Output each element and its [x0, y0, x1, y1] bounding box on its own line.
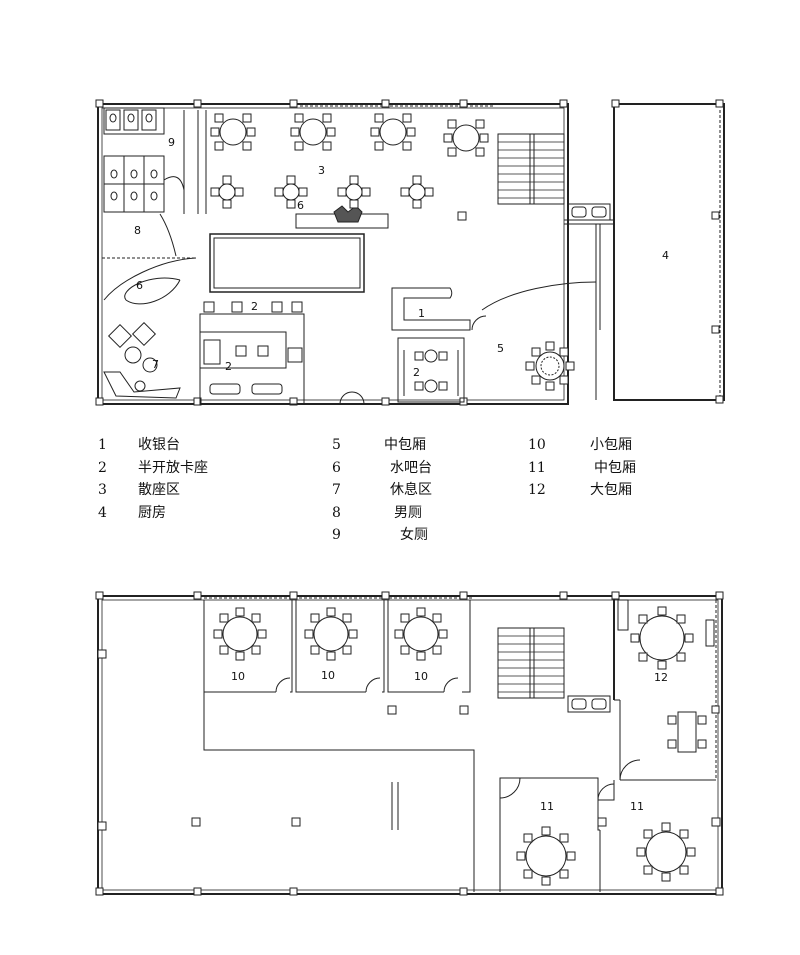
- legend-item: 1 收银台: [98, 434, 208, 457]
- floor2-outer-wall: [97, 595, 723, 895]
- legend-number: 4: [98, 504, 107, 521]
- legend-name: 半开放卡座: [138, 459, 208, 476]
- room-label: 10: [231, 670, 245, 683]
- legend-column-2: 5 中包厢 6 水吧台 7 休息区 8 男厕 9 女厕: [332, 434, 432, 547]
- legend-name: 散座区: [138, 482, 180, 498]
- room-label: 1: [418, 307, 425, 320]
- room-label: 4: [662, 249, 669, 262]
- legend-column-3: 10 小包厢 11 中包厢 12 大包厢: [528, 434, 636, 502]
- legend-item: 4 厨房: [98, 502, 208, 525]
- room-label: 2: [413, 366, 420, 379]
- legend-item: 2 半开放卡座: [98, 457, 208, 480]
- legend-number: 12: [528, 482, 546, 498]
- legend-name: 休息区: [390, 482, 432, 498]
- legend-number: 6: [332, 459, 341, 476]
- floor1-outer-wall: [97, 103, 569, 405]
- legend-number: 5: [332, 437, 341, 453]
- legend-item: 8 男厕: [332, 502, 432, 525]
- legend-name: 中包厢: [594, 459, 636, 476]
- legend-number: 8: [332, 504, 341, 521]
- legend-number: 9: [332, 527, 341, 543]
- legend-item: 9 女厕: [332, 524, 432, 547]
- legend-number: 11: [528, 459, 546, 476]
- legend-column-1: 1 收银台 2 半开放卡座 3 散座区 4 厨房: [98, 434, 208, 524]
- legend-name: 小包厢: [590, 437, 632, 453]
- room-label: 2: [251, 300, 258, 313]
- floor1-plan: [95, 99, 725, 406]
- floor2-plan: [95, 591, 724, 896]
- legend-name: 大包厢: [590, 482, 632, 498]
- dining-tables-top: [219, 118, 480, 152]
- room-label: 8: [134, 224, 141, 237]
- legend-item: 6 水吧台: [332, 457, 432, 480]
- dining-tables-small: [218, 183, 426, 201]
- legend-number: 7: [332, 482, 341, 498]
- room-label: 5: [497, 342, 504, 355]
- legend-name: 中包厢: [384, 437, 426, 453]
- legend-item: 5 中包厢: [332, 434, 432, 457]
- legend-name: 女厕: [400, 527, 428, 543]
- floor1-room-labels: 9 3 6 8 6 2 1 2 5 7 2 4: [134, 136, 669, 379]
- room-label: 7: [152, 358, 159, 371]
- room-label: 6: [136, 279, 143, 292]
- room-label: 10: [414, 670, 428, 683]
- legend-number: 1: [98, 437, 107, 453]
- room-label: 6: [297, 199, 304, 212]
- legend-item: 11 中包厢: [528, 457, 636, 480]
- room-label: 10: [321, 669, 335, 682]
- legend-name: 收银台: [138, 437, 180, 453]
- room-label: 9: [168, 136, 175, 149]
- legend-name: 厨房: [138, 504, 166, 521]
- room-label: 12: [654, 671, 668, 684]
- room-label: 2: [225, 360, 232, 373]
- legend-item: 7 休息区: [332, 479, 432, 502]
- legend-name: 水吧台: [390, 459, 432, 476]
- legend-item: 10 小包厢: [528, 434, 636, 457]
- room-label: 11: [630, 800, 644, 813]
- legend-number: 2: [98, 459, 107, 476]
- legend-item: 3 散座区: [98, 479, 208, 502]
- kitchen-wall: [613, 103, 725, 401]
- legend-item: 12 大包厢: [528, 479, 636, 502]
- legend-number: 3: [98, 482, 107, 498]
- floor1-chairs: [210, 113, 575, 391]
- legend-number: 10: [528, 437, 546, 453]
- room-label: 11: [540, 800, 554, 813]
- floor2-chairs: [213, 606, 707, 886]
- floor2-room-labels: 10 10 10 12 11 11: [231, 669, 668, 813]
- legend-name: 男厕: [394, 504, 422, 521]
- room-label: 3: [318, 164, 325, 177]
